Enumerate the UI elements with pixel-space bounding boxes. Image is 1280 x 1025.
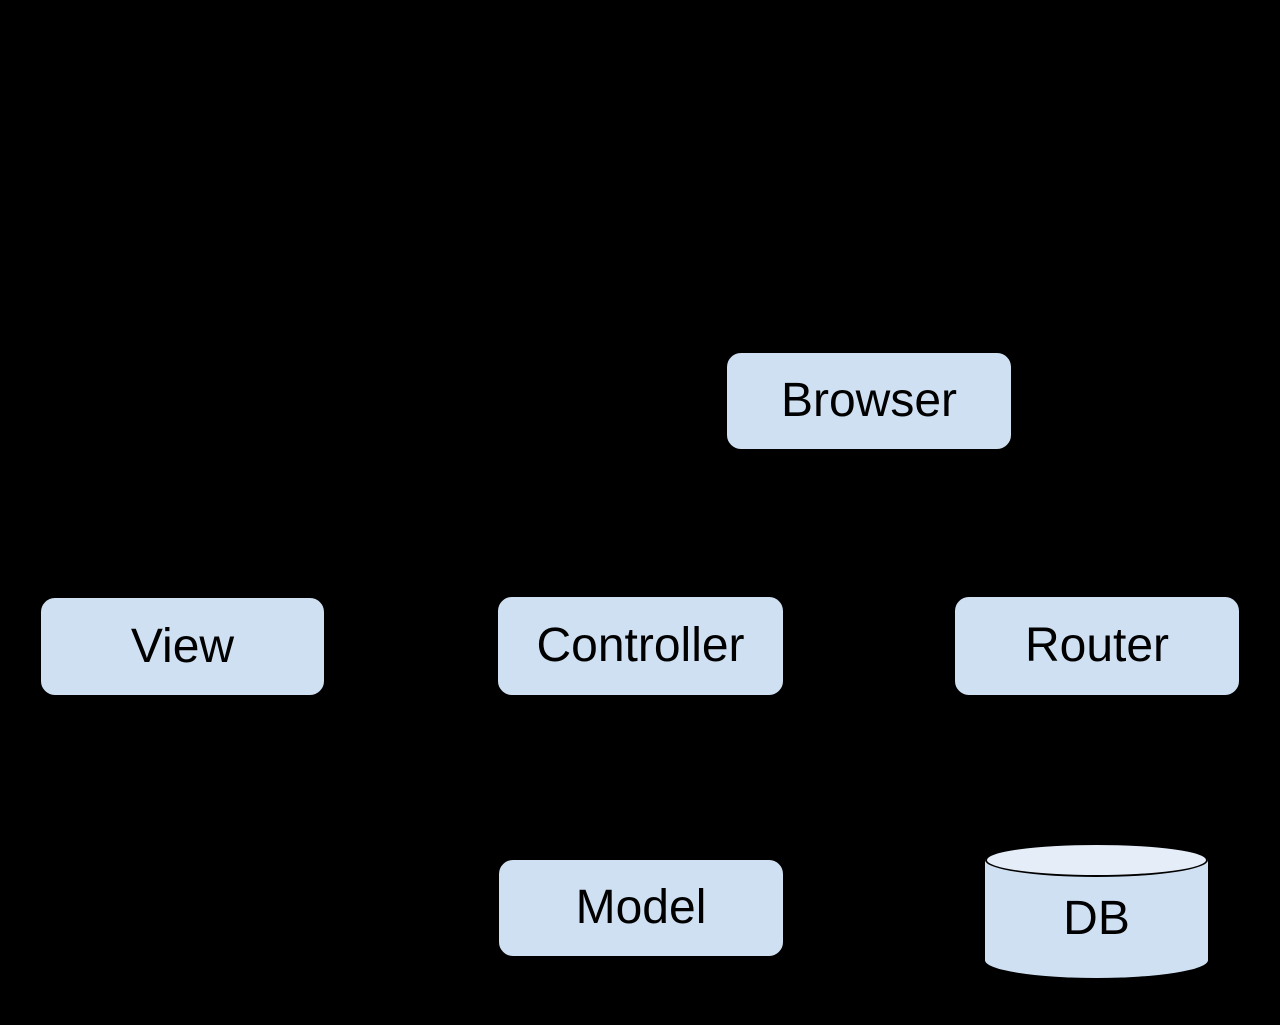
node-view-label: View: [130, 619, 235, 673]
node-browser-label: Browser: [780, 374, 958, 427]
node-controller-label: Controller: [536, 619, 745, 672]
node-model: Model: [497, 858, 785, 958]
node-db-label-wrap: DB: [985, 851, 1208, 986]
db-cylinder-top-ellipse: [985, 843, 1208, 877]
db-cylinder-body: [985, 859, 1208, 978]
node-view: View: [39, 596, 326, 697]
node-model-label: Model: [575, 881, 707, 934]
node-db-cylinder: DB: [985, 843, 1208, 978]
node-browser: Browser: [725, 351, 1013, 451]
node-router: Router: [953, 595, 1241, 697]
node-db-label: DB: [1063, 891, 1130, 945]
node-router-label: Router: [1024, 619, 1170, 672]
node-controller: Controller: [496, 595, 785, 697]
